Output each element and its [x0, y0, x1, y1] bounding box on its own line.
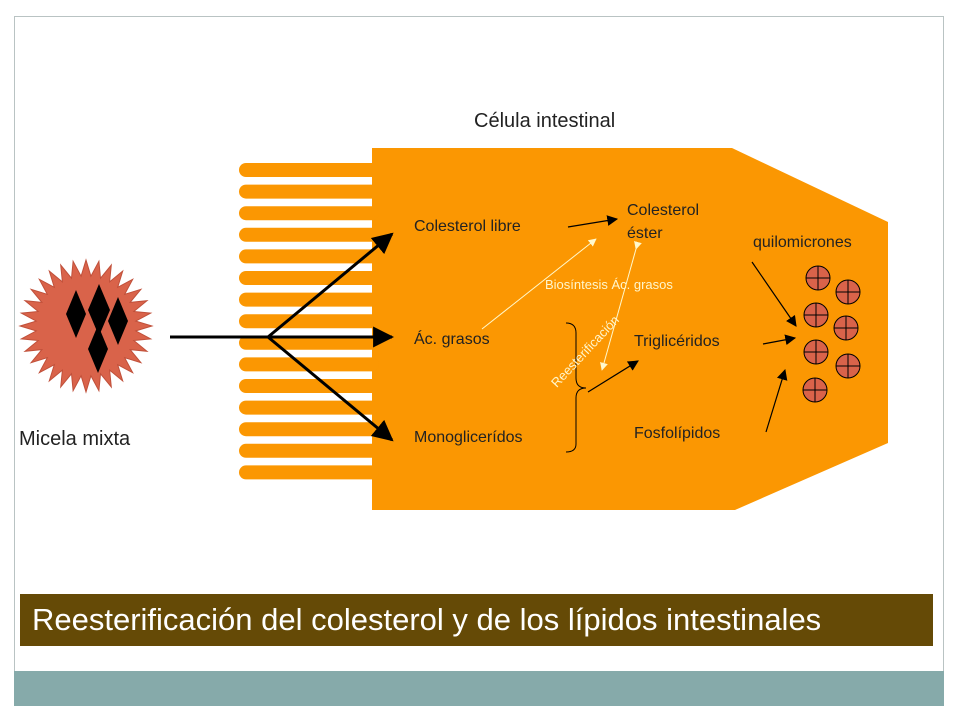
microvillus [239, 163, 379, 177]
microvillus [239, 400, 379, 415]
arrow-ester-to-quilo [751, 261, 797, 327]
mixed-micelle [18, 258, 154, 394]
cell-title: Célula intestinal [474, 110, 616, 132]
microvillus [239, 206, 379, 221]
micelle-diamond [88, 284, 110, 336]
chylomicron [803, 339, 829, 365]
arrow-to-monogliceridos [267, 335, 394, 442]
title-banner: Reesterificación del colesterol y de los… [20, 594, 933, 646]
chylomicron [835, 353, 861, 379]
arrow-biosintesis-up [481, 238, 597, 330]
banner-text: Reesterificación del colesterol y de los… [32, 602, 822, 637]
chylomicron [835, 279, 861, 305]
arrow-to-colesterol-libre [267, 232, 394, 339]
label-fosfolipidos: Fosfolípidos [634, 425, 721, 442]
microvillus [239, 271, 379, 285]
microvillus [239, 292, 379, 307]
micelle-diamond [108, 297, 128, 345]
microvillus [239, 379, 379, 393]
microvillus [239, 465, 379, 480]
microvillus [239, 443, 379, 458]
label-trigliceridos: Triglicéridos [634, 333, 720, 350]
microvillus [239, 422, 379, 437]
microvillus [239, 357, 379, 372]
arrow-to-trigliceridos [587, 360, 639, 393]
micelle-diamond [66, 290, 86, 338]
micelle-label: Micela mixta [19, 428, 131, 450]
microvillus [239, 184, 379, 199]
label-quilomicrones: quilomicrones [753, 234, 852, 251]
micelle-diamond [88, 325, 108, 373]
reesterificacion-brace [565, 322, 587, 453]
microvillus [239, 249, 379, 264]
chylomicrons [802, 265, 861, 403]
chylomicron [803, 302, 829, 328]
microvillus [239, 314, 379, 329]
label-monogliceridos: Monoglicerídos [414, 429, 523, 446]
label-colesterol-libre: Colesterol libre [414, 218, 521, 235]
microvillus [239, 227, 379, 242]
chylomicron [805, 265, 831, 291]
footer-band [14, 671, 944, 706]
chylomicron [833, 315, 859, 341]
label-biosintesis: Biosíntesis Ác. grasos [545, 277, 673, 292]
arrow-trig-to-quilo [762, 334, 797, 346]
label-ac-grasos: Ác. grasos [414, 331, 490, 348]
microvilli [239, 163, 379, 480]
label-colesterol-ester: Colesterol éster [627, 202, 700, 242]
microvillus [239, 335, 379, 350]
chylomicron [802, 377, 828, 403]
arrow-biosintesis-between [600, 240, 642, 371]
arrow-libre-to-ester [567, 215, 619, 228]
arrow-fosfo-to-quilo [765, 368, 788, 433]
